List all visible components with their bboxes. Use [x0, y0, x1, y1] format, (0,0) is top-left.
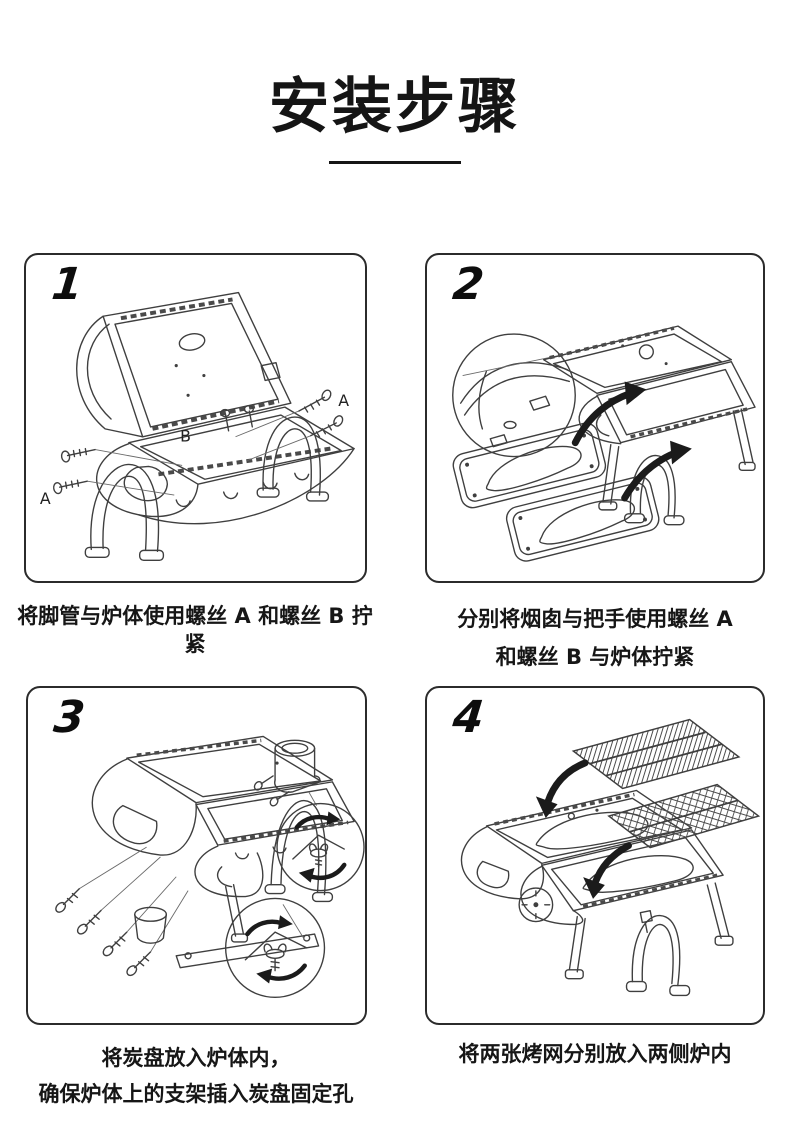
step-number-3: 3	[51, 692, 88, 743]
step1-attach-legs-diagram: A A B	[40, 291, 355, 561]
support-bracket-bar	[175, 904, 320, 969]
caption-step-4: 将两张烤网分别放入两侧炉内	[425, 1040, 765, 1068]
caption-line: 将两张烤网分别放入两侧炉内	[458, 1042, 732, 1066]
screw-label-a-left: A	[40, 489, 51, 508]
grate-mesh-2	[607, 783, 761, 849]
insert-arrow-upper	[571, 381, 647, 447]
grill-body	[91, 735, 355, 898]
page-title: 安装步骤	[269, 72, 521, 142]
chimney-part	[253, 739, 321, 807]
grate-wire-1	[571, 718, 741, 790]
detail-circle-wingnut-lower	[224, 897, 326, 999]
grill-body	[96, 406, 355, 525]
caption-step-2: 分别将烟囱与把手使用螺丝 A 和螺丝 B 与炉体拧紧	[425, 600, 765, 676]
caption-line: 将炭盘放入炉体内，	[101, 1046, 291, 1070]
caption-step-3: 将炭盘放入炉体内， 确保炉体上的支架插入炭盘固定孔	[6, 1040, 386, 1112]
caption-line: 将脚管与炉体使用螺丝 A 和螺丝 B 拧紧	[17, 604, 373, 656]
caption-step-1: 将脚管与炉体使用螺丝 A 和螺丝 B 拧紧	[14, 602, 376, 658]
step-number-4: 4	[450, 692, 487, 743]
caption-line: 确保炉体上的支架插入炭盘固定孔	[38, 1082, 354, 1106]
screw-label-b: B	[180, 427, 191, 446]
detail-circle-wingnut-upper	[276, 802, 365, 892]
insert-arrow-lower	[583, 842, 632, 899]
grill-lid-open	[76, 291, 292, 438]
step4-grill-grates-diagram	[460, 718, 761, 997]
grill-legs	[224, 799, 334, 943]
step-panel-3: 3	[26, 686, 367, 1025]
insert-arrow-lower	[621, 440, 692, 502]
screws-a-left	[52, 447, 183, 496]
step-number-1: 1	[49, 259, 86, 310]
title-underline	[329, 161, 461, 164]
step-panel-1: A A B 1	[24, 253, 367, 583]
step-panel-4: 4	[425, 686, 765, 1025]
step-panel-2: 2	[425, 253, 765, 583]
caption-line: 和螺丝 B 与炉体拧紧	[495, 645, 695, 669]
screw-label-a-right: A	[338, 391, 349, 410]
step2-chimney-handle-diagram	[452, 325, 756, 562]
step-number-2: 2	[450, 259, 487, 310]
detail-circle-pan-corner	[452, 333, 576, 458]
leg-arch-right	[256, 416, 330, 502]
screws-bottom	[55, 846, 189, 977]
charcoal-tray-2	[505, 475, 660, 562]
screws-a-right	[235, 389, 344, 461]
leg-arch-left	[84, 463, 165, 561]
caption-line: 分别将烟囱与把手使用螺丝 A	[457, 607, 733, 631]
grill-assembled	[542, 325, 756, 445]
ash-cup-part	[134, 906, 168, 944]
charcoal-tray-1	[452, 422, 607, 509]
screws-b	[219, 404, 254, 432]
grill-legs	[564, 882, 734, 997]
insert-arrow-upper	[535, 759, 589, 819]
step3-charcoal-pan-diagram	[55, 735, 365, 999]
